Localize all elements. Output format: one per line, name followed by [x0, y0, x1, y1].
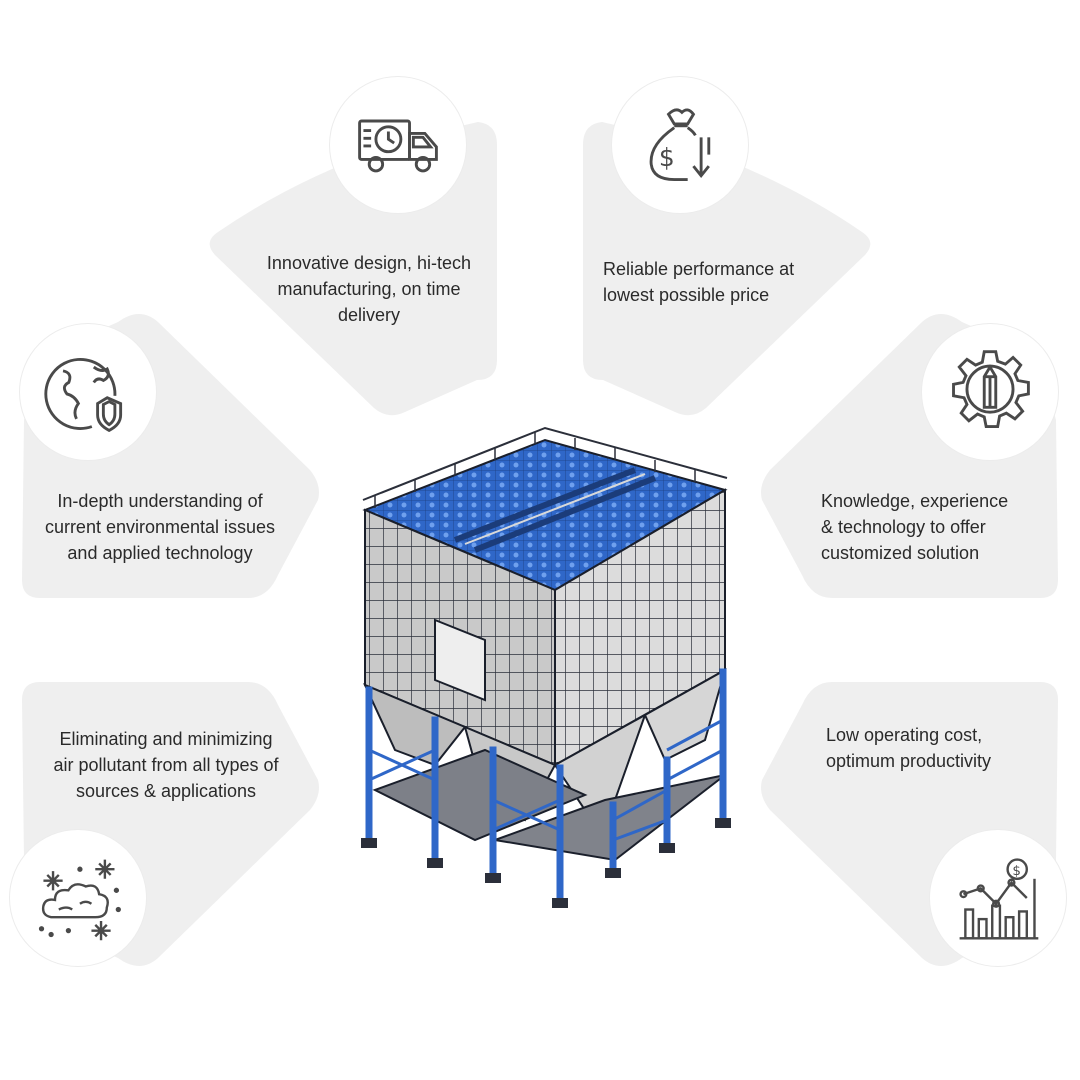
circle-environment: [20, 324, 156, 460]
label-cost: Low operating cost, optimum productivity: [826, 725, 992, 771]
label-pollutant: Eliminating and minimizing air pollutant…: [53, 729, 279, 801]
svg-text:$: $: [1012, 864, 1021, 879]
circle-delivery: [330, 77, 466, 213]
dust-collector-illustration: [361, 426, 731, 908]
circle-cost: $: [930, 830, 1066, 966]
money-bag-price-down-icon: $: [649, 108, 711, 181]
circle-pollutant: [10, 830, 146, 966]
delivery-truck-clock-icon: [358, 119, 438, 173]
label-price: Reliable performance at lowest possible …: [603, 259, 795, 305]
growth-chart-dollar-icon: $: [959, 858, 1039, 940]
svg-text:$: $: [659, 143, 675, 172]
gear-pencil-icon: [952, 350, 1030, 428]
circle-solution: [922, 324, 1058, 460]
circle-price: $: [612, 77, 748, 213]
label-delivery: Innovative design, hi-tech manufacturing…: [266, 253, 472, 325]
label-environment: In-depth understanding of current enviro…: [44, 491, 276, 563]
globe-shield-icon: [44, 357, 123, 433]
dust-cloud-icon: [38, 859, 121, 941]
label-solution: Knowledge, experience & technology to of…: [821, 491, 1009, 563]
